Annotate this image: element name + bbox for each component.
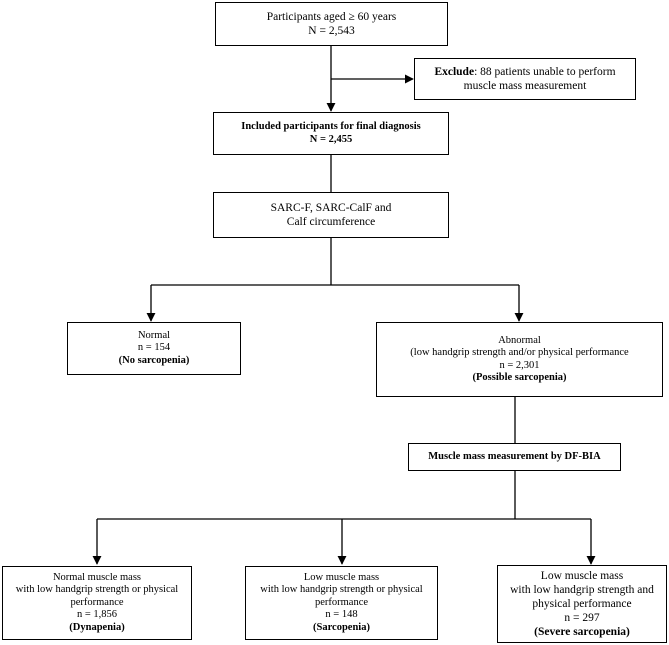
node-measurement: Muscle mass measurement by DF-BIA — [408, 443, 621, 471]
measurement-label: Muscle mass measurement by DF-BIA — [428, 450, 601, 462]
severe-category: (Severe sarcopenia) — [534, 626, 630, 638]
normal-category: (No sarcopenia) — [118, 354, 190, 366]
included-label: Included participants for final diagnosi… — [241, 121, 421, 132]
sarcopenia-category: (Sarcopenia) — [313, 621, 370, 633]
severe-line2: with low handgrip strength and — [510, 584, 654, 596]
dynapenia-category: (Dynapenia) — [69, 621, 125, 633]
node-severe: Low muscle mass with low handgrip streng… — [497, 565, 667, 643]
node-screening: SARC-F, SARC-CalF and Calf circumference — [213, 192, 449, 238]
normal-count: n = 154 — [137, 342, 171, 354]
severe-line3: physical performance — [532, 598, 632, 610]
node-sarcopenia: Low muscle mass with low handgrip streng… — [245, 566, 438, 640]
screening-line2: Calf circumference — [286, 216, 376, 228]
participants-count: N = 2,543 — [308, 25, 355, 37]
dynapenia-count: n = 1,856 — [76, 609, 118, 621]
severe-line1: Low muscle mass — [540, 570, 624, 582]
dynapenia-line2: with low handgrip strength or physical — [15, 584, 179, 596]
abnormal-category: (Possible sarcopenia) — [472, 372, 567, 383]
sarcopenia-line2: with low handgrip strength or physical — [260, 584, 423, 596]
node-normal: Normal n = 154 (No sarcopenia) — [67, 322, 241, 375]
normal-label: Normal — [137, 329, 171, 341]
dynapenia-line3: performance — [70, 596, 124, 608]
exclude-reason: : 88 patients unable to perform — [474, 66, 616, 78]
sarcopenia-count: n = 148 — [325, 609, 358, 621]
node-exclude: Exclude: 88 patients unable to perform m… — [414, 58, 636, 100]
node-abnormal: Abnormal (low handgrip strength and/or p… — [376, 322, 663, 397]
abnormal-label: Abnormal — [498, 334, 541, 346]
sarcopenia-line3: performance — [314, 596, 369, 608]
dynapenia-line1: Normal muscle mass — [52, 571, 142, 583]
node-dynapenia: Normal muscle mass with low handgrip str… — [2, 566, 192, 640]
participants-label: Participants aged ≥ 60 years — [266, 11, 397, 23]
node-included: Included participants for final diagnosi… — [213, 112, 449, 155]
sarcopenia-line1: Low muscle mass — [303, 571, 380, 583]
included-count: N = 2,455 — [309, 133, 353, 145]
abnormal-criteria: (low handgrip strength and/or physical p… — [410, 347, 629, 358]
exclude-reason-line2: muscle mass measurement — [463, 80, 587, 92]
exclude-label: Exclude — [434, 66, 475, 78]
node-participants: Participants aged ≥ 60 years N = 2,543 — [215, 2, 448, 46]
abnormal-count: n = 2,301 — [499, 359, 540, 371]
severe-count: n = 297 — [564, 612, 600, 624]
screening-line1: SARC-F, SARC-CalF and — [270, 202, 392, 214]
